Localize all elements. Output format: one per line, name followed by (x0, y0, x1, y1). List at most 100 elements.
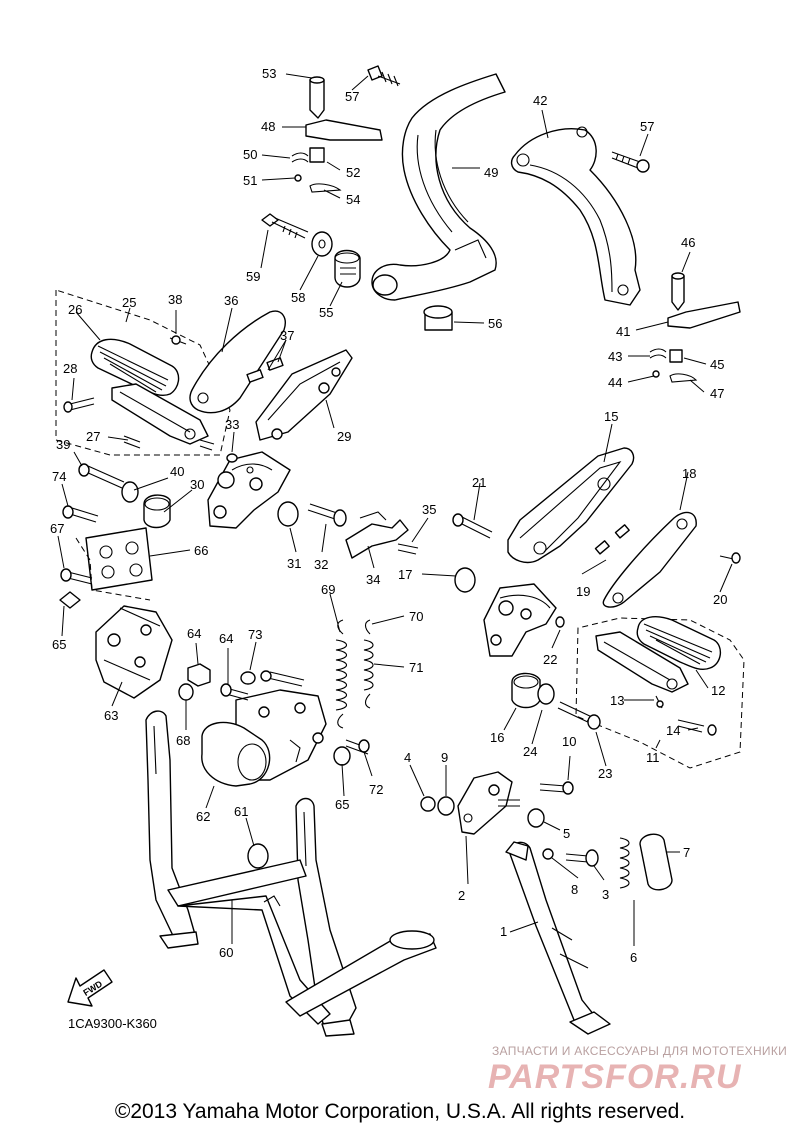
callout-22: 22 (543, 652, 557, 667)
bolt-57-top (367, 65, 401, 87)
callout-59: 59 (246, 269, 260, 284)
callout-65-right: 65 (335, 797, 349, 812)
diagram-code: 1CA9300-K360 (68, 1016, 157, 1031)
callout-28: 28 (63, 361, 77, 376)
callout-56: 56 (488, 316, 502, 331)
callout-25: 25 (122, 295, 136, 310)
leader-lines (57, 73, 733, 946)
collars-16-24-23 (511, 672, 601, 730)
callout-67: 67 (50, 521, 64, 536)
callout-2: 2 (458, 888, 465, 903)
pin-assembly-41 (649, 272, 741, 383)
callout-49: 49 (484, 165, 498, 180)
callout-61: 61 (234, 804, 248, 819)
callout-16: 16 (490, 730, 504, 745)
callout-60: 60 (219, 945, 233, 960)
callout-19: 19 (576, 584, 590, 599)
callout-66: 66 (194, 543, 208, 558)
callout-26: 26 (68, 302, 82, 317)
callout-21: 21 (472, 475, 486, 490)
center-stand (145, 710, 437, 1037)
callout-72: 72 (369, 782, 383, 797)
callout-14: 14 (666, 723, 680, 738)
callout-37: 37 (280, 328, 294, 343)
callout-53: 53 (262, 66, 276, 81)
callout-64-right: 64 (219, 631, 233, 646)
bolt-57-right (611, 151, 650, 173)
spring-71 (363, 619, 374, 709)
callout-17: 17 (398, 567, 412, 582)
callout-45: 45 (710, 357, 724, 372)
collars-31-32-34-35 (226, 453, 419, 559)
callout-54: 54 (346, 192, 360, 207)
callout-36: 36 (224, 293, 238, 308)
bolt-washer-39-40-30 (78, 463, 171, 529)
callout-73: 73 (248, 627, 262, 642)
spring-69 (335, 619, 348, 729)
callout-57-top: 57 (345, 89, 359, 104)
stand-bracket-63 (59, 505, 211, 701)
callout-74: 74 (52, 469, 66, 484)
callout-69: 69 (321, 582, 335, 597)
passenger-bracket-right (510, 126, 641, 306)
footrest-bracket-29 (255, 349, 353, 441)
callout-5: 5 (563, 826, 570, 841)
side-stand (420, 771, 673, 1035)
callout-42: 42 (533, 93, 547, 108)
callout-3: 3 (602, 887, 609, 902)
bracket-plate-right (452, 513, 741, 657)
callout-55: 55 (319, 305, 333, 320)
heel-guard-36 (189, 310, 286, 414)
callout-41: 41 (616, 324, 630, 339)
pin-assembly-48 (291, 76, 383, 193)
callout-46: 46 (681, 235, 695, 250)
passenger-bracket-left (371, 73, 506, 331)
callout-8: 8 (571, 882, 578, 897)
callout-24: 24 (523, 744, 537, 759)
callout-47: 47 (710, 386, 724, 401)
footrest-left (63, 335, 215, 451)
callout-52: 52 (346, 165, 360, 180)
callout-9: 9 (441, 750, 448, 765)
callout-31: 31 (287, 556, 301, 571)
callout-7: 7 (683, 845, 690, 860)
callout-12: 12 (711, 683, 725, 698)
watermark-caption: ЗАПЧАСТИ И АКСЕССУАРЫ ДЛЯ МОТОТЕХНИКИ (492, 1044, 788, 1058)
callout-57-right: 57 (640, 119, 654, 134)
callout-29: 29 (337, 429, 351, 444)
watermark-logo: PARTSFOR.RU (488, 1058, 742, 1096)
callout-64-left: 64 (187, 626, 201, 641)
callout-50: 50 (243, 147, 257, 162)
callout-35: 35 (422, 502, 436, 517)
callout-18: 18 (682, 466, 696, 481)
callout-27: 27 (86, 429, 100, 444)
callout-32: 32 (314, 557, 328, 572)
heel-guard-18 (594, 511, 697, 608)
callout-4: 4 (404, 750, 411, 765)
callout-51: 51 (243, 173, 257, 188)
callout-39: 39 (56, 437, 70, 452)
callout-68: 68 (176, 733, 190, 748)
copyright-notice: ©2013 Yamaha Motor Corporation, U.S.A. A… (114, 1100, 686, 1123)
footrest-right (595, 616, 721, 736)
fwd-arrow-icon: FWD (67, 969, 113, 1007)
callout-38: 38 (168, 292, 182, 307)
bolt-washers-59-58-55 (261, 213, 361, 288)
callout-70: 70 (409, 609, 423, 624)
callout-labels: 1 2 3 4 5 6 7 8 9 10 11 12 13 14 15 16 1… (50, 66, 727, 965)
callout-63: 63 (104, 708, 118, 723)
callout-34: 34 (366, 572, 380, 587)
callout-58: 58 (291, 290, 305, 305)
callout-10: 10 (562, 734, 576, 749)
callout-62: 62 (196, 809, 210, 824)
callout-44: 44 (608, 375, 622, 390)
callout-65-left: 65 (52, 637, 66, 652)
callout-20: 20 (713, 592, 727, 607)
callout-13: 13 (610, 693, 624, 708)
callout-6: 6 (630, 950, 637, 965)
heel-guard-15 (507, 447, 635, 564)
callout-1: 1 (500, 924, 507, 939)
footrest-group-box-left (55, 289, 231, 456)
callout-33: 33 (225, 417, 239, 432)
